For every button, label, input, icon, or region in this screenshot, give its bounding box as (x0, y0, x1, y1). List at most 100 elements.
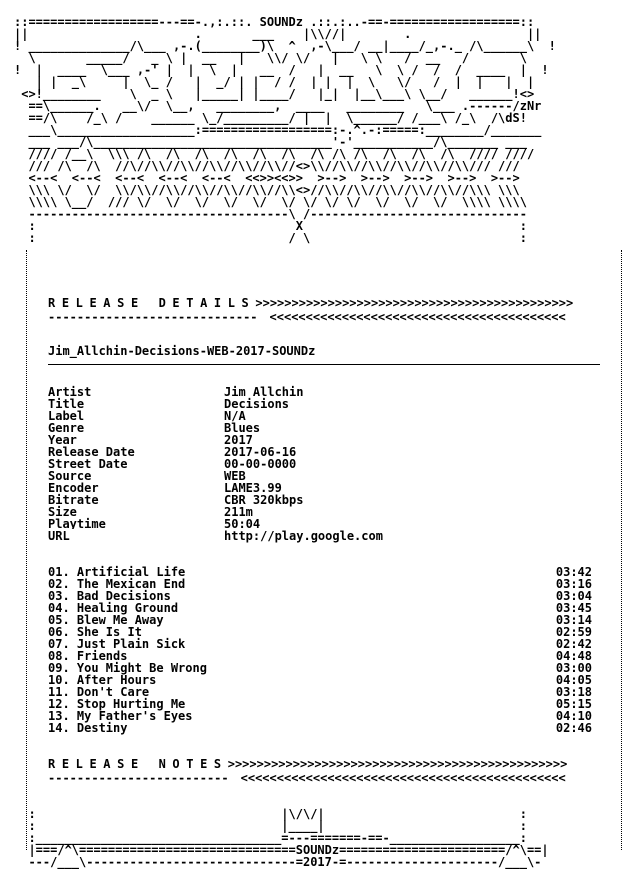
arrows-left: <<<<<<<<<<<<<<<<<<<<<<<<<<<<<<<<<<<<<<<<… (269, 310, 566, 322)
field-label: Title_______________ (48, 397, 193, 409)
track-row: 05. Blew Me Away 03:14 (48, 613, 592, 627)
field-row: Size________________ 211m (48, 505, 608, 519)
nfo-content: RELEASE DETAILS >>>>>>>>>>>>>>>>>>>>>>>>… (48, 296, 608, 783)
field-row: Year________________ 2017 (48, 433, 608, 447)
track-time: 04:10 (555, 709, 592, 723)
field-value: LAME3.99 (224, 481, 282, 495)
track-title: 04. Healing Ground (48, 601, 179, 615)
field-row: Release Date________ 2017-06-16 (48, 445, 608, 459)
header-ascii-logo: ::==================---==-.,:.::. SOUNDz… (14, 16, 556, 245)
track-time: 04:48 (555, 649, 592, 663)
field-row: Artist______________ Jim Allchin (48, 385, 608, 399)
track-row: 13. My Father's Eyes 04:10 (48, 709, 592, 723)
track-time: 02:42 (555, 637, 592, 651)
field-value: 00-00-0000 (224, 457, 297, 471)
field-value: 211m (224, 505, 253, 519)
field-label: Year________________ (48, 433, 193, 445)
track-title: 06. She Is It (48, 625, 142, 639)
field-row: Playtime____________ 50:04 (48, 517, 608, 531)
field-label: Label_______________ (48, 409, 193, 421)
track-time: 03:14 (555, 613, 592, 627)
frame-left-border (26, 250, 27, 850)
track-row: 04. Healing Ground 03:45 (48, 601, 592, 615)
track-time: 03:18 (555, 685, 592, 699)
field-label: Release Date________ (48, 445, 193, 457)
underline-dashes: ----------------------------- (48, 310, 258, 322)
track-title: 13. My Father's Eyes (48, 709, 193, 723)
field-value: 2017-06-16 (224, 445, 297, 459)
field-label: Bitrate_____________ (48, 493, 193, 505)
track-time: 02:59 (555, 625, 592, 639)
release-name-rule (48, 364, 600, 365)
field-label: Street Date_________ (48, 457, 193, 469)
track-title: 03. Bad Decisions (48, 589, 171, 603)
track-title: 07. Just Plain Sick (48, 637, 186, 651)
field-value: CBR 320kbps (224, 493, 304, 507)
track-time: 03:16 (555, 577, 592, 591)
field-value: Jim Allchin (224, 385, 304, 399)
track-row: 01. Artificial Life 03:42 (48, 565, 592, 579)
track-row: 14. Destiny 02:46 (48, 721, 592, 735)
track-row: 08. Friends 04:48 (48, 649, 592, 663)
field-row: Label_______________ N/A (48, 409, 608, 423)
nfo-frame (26, 250, 622, 850)
arrows-right: >>>>>>>>>>>>>>>>>>>>>>>>>>>>>>>>>>>>>>>>… (255, 296, 574, 310)
underline-dashes: ------------------------- (48, 771, 229, 783)
arrows-left: <<<<<<<<<<<<<<<<<<<<<<<<<<<<<<<<<<<<<<<<… (240, 771, 566, 783)
track-time: 04:05 (555, 673, 592, 687)
track-row: 07. Just Plain Sick 02:42 (48, 637, 592, 651)
track-row: 06. She Is It 02:59 (48, 625, 592, 639)
release-details-heading: RELEASE DETAILS >>>>>>>>>>>>>>>>>>>>>>>>… (48, 296, 608, 310)
footer-ascii-art: : |\/\/| : : |____| : :_________________… (28, 808, 549, 869)
track-title: 08. Friends (48, 649, 128, 663)
field-value: Blues (224, 421, 261, 435)
track-time: 02:46 (555, 721, 592, 735)
track-title: 14. Destiny (48, 721, 128, 735)
track-row: 02. The Mexican End 03:16 (48, 577, 592, 591)
field-row: URL_________________ http://play.google.c… (48, 529, 608, 543)
track-title: 09. You Might Be Wrong (48, 661, 207, 675)
field-label: Size________________ (48, 505, 193, 517)
field-label: Source______________ (48, 469, 193, 481)
field-label: Encoder_____________ (48, 481, 193, 493)
release-details-underline: ----------------------------- <<<<<<<<<<… (48, 310, 608, 322)
track-time: 03:45 (555, 601, 592, 615)
track-title: 12. Stop Hurting Me (48, 697, 186, 711)
field-label: URL_________________ (48, 529, 193, 541)
field-row: Source______________ WEB (48, 469, 608, 483)
section-title: RELEASE DETAILS (48, 296, 256, 310)
track-title: 11. Don't Care (48, 685, 150, 699)
track-time: 03:42 (555, 565, 592, 579)
field-value: 2017 (224, 433, 253, 447)
field-row: Street Date_________ 00-00-0000 (48, 457, 608, 471)
field-value: Decisions (224, 397, 290, 411)
track-time: 05:15 (555, 697, 592, 711)
field-value: N/A (224, 409, 246, 423)
field-label: Genre_______________ (48, 421, 193, 433)
field-value: 50:04 (224, 517, 261, 531)
release-name: Jim_Allchin-Decisions-WEB-2017-SOUNDz (48, 344, 316, 358)
track-time: 03:00 (555, 661, 592, 675)
track-time: 03:04 (555, 589, 592, 603)
arrows-right: >>>>>>>>>>>>>>>>>>>>>>>>>>>>>>>>>>>>>>>>… (227, 757, 568, 771)
track-title: 01. Artificial Life (48, 565, 186, 579)
field-row: Encoder_____________ LAME3.99 (48, 481, 608, 495)
frame-right-border (621, 250, 622, 850)
field-label: Playtime____________ (48, 517, 193, 529)
track-title: 05. Blew Me Away (48, 613, 164, 627)
field-row: Genre_______________ Blues (48, 421, 608, 435)
track-row: 03. Bad Decisions 03:04 (48, 589, 592, 603)
field-row: Title_______________ Decisions (48, 397, 608, 411)
track-row: 11. Don't Care 03:18 (48, 685, 592, 699)
release-notes-underline: ------------------------- <<<<<<<<<<<<<<… (48, 771, 608, 783)
field-label: Artist______________ (48, 385, 193, 397)
section-title: RELEASE NOTES (48, 757, 228, 771)
track-row: 09. You Might Be Wrong 03:00 (48, 661, 592, 675)
track-title: 02. The Mexican End (48, 577, 186, 591)
field-value: WEB (224, 469, 246, 483)
field-value: http://play.google.com (224, 529, 383, 543)
release-notes-heading: RELEASE NOTES >>>>>>>>>>>>>>>>>>>>>>>>>>… (48, 757, 608, 771)
